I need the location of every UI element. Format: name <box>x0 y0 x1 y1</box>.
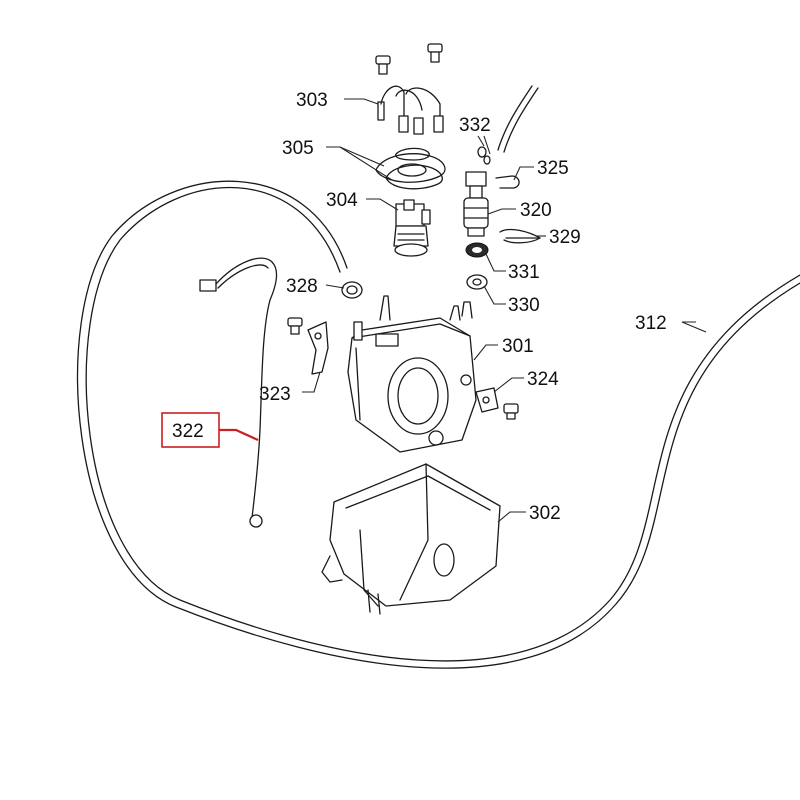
base-tray-302[interactable] <box>321 463 501 615</box>
part-labels: 303 305 304 332 325 320 329 331 330 328 … <box>172 90 667 524</box>
sensor-cable-322[interactable] <box>199 257 278 528</box>
part-label-302[interactable]: 302 <box>529 503 561 524</box>
part-label-320[interactable]: 320 <box>520 200 552 221</box>
leader-lines <box>302 98 707 523</box>
highlight-box <box>161 412 220 448</box>
valve-block-304[interactable] <box>393 199 431 257</box>
heater-body-301[interactable] <box>347 295 477 453</box>
part-label-323[interactable]: 323 <box>259 384 291 405</box>
screw-icon <box>287 317 303 335</box>
clamp-328[interactable] <box>341 281 363 299</box>
part-label-303[interactable]: 303 <box>296 90 328 111</box>
part-label-322[interactable]: 322 <box>172 421 204 442</box>
bracket-323[interactable] <box>287 317 329 375</box>
nut-330[interactable] <box>466 274 488 290</box>
tube-312[interactable] <box>76 180 800 669</box>
clip-325[interactable] <box>495 175 520 189</box>
connector-320[interactable] <box>463 171 489 237</box>
part-label-312[interactable]: 312 <box>635 313 667 334</box>
seal-331[interactable] <box>465 242 489 258</box>
spring-clip-329[interactable] <box>499 228 541 244</box>
part-label-332[interactable]: 332 <box>459 115 491 136</box>
screw-icon <box>503 403 519 420</box>
part-label-328[interactable]: 328 <box>286 276 318 297</box>
highlight-322 <box>161 412 259 448</box>
part-label-329[interactable]: 329 <box>549 227 581 248</box>
bracket-324[interactable] <box>475 387 519 420</box>
gasket-305[interactable] <box>375 147 446 190</box>
part-label-325[interactable]: 325 <box>537 158 569 179</box>
part-label-301[interactable]: 301 <box>502 336 534 357</box>
part-label-305[interactable]: 305 <box>282 138 314 159</box>
hose-332[interactable] <box>477 85 539 165</box>
part-label-331[interactable]: 331 <box>508 262 540 283</box>
part-label-330[interactable]: 330 <box>508 295 540 316</box>
screw-icon <box>427 43 443 63</box>
part-label-324[interactable]: 324 <box>527 369 559 390</box>
wiring-harness-303[interactable] <box>375 43 444 135</box>
part-label-304[interactable]: 304 <box>326 190 358 211</box>
screw-icon <box>375 55 391 75</box>
